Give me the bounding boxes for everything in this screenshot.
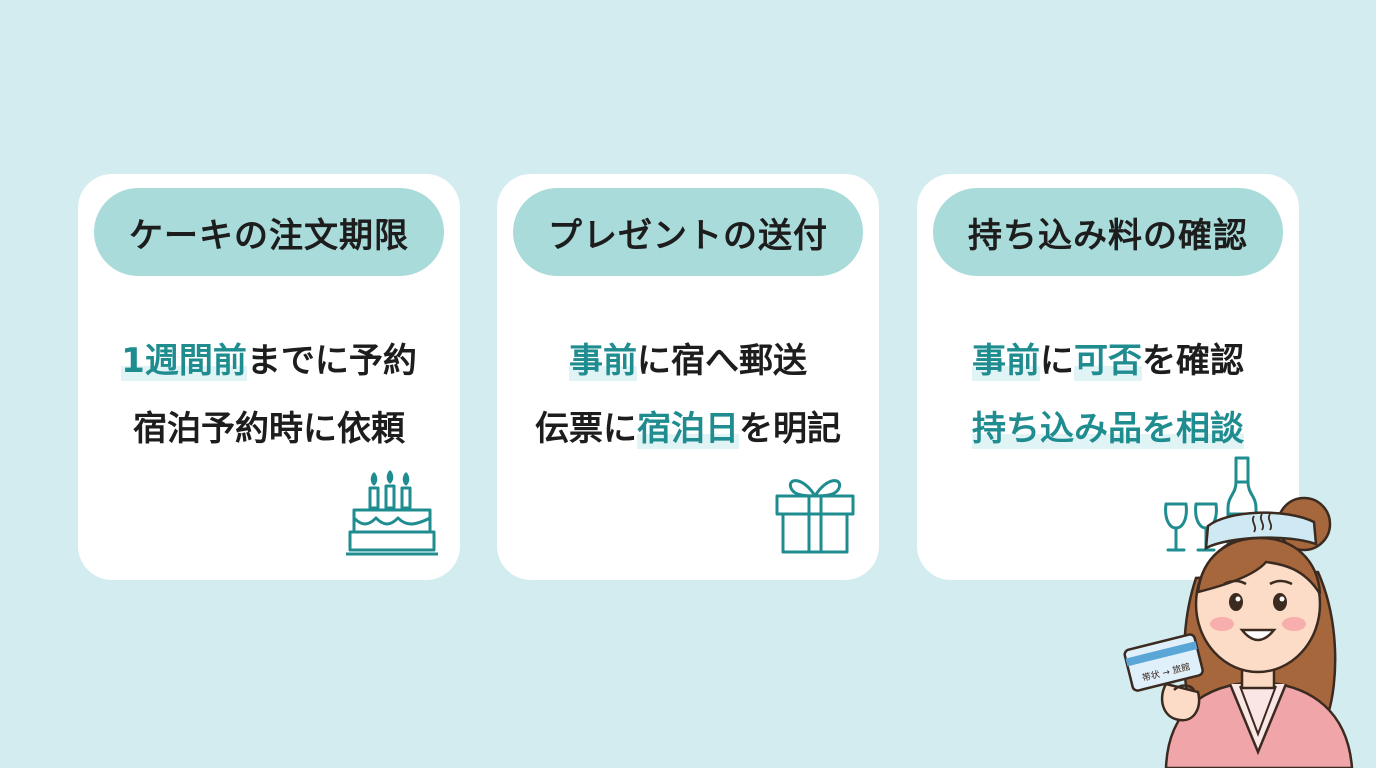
card-line-2: 伝票に宿泊日を明記: [497, 402, 879, 456]
card-line-2: 宿泊予約時に依頼: [78, 402, 460, 456]
card-bring-in-fee: 持ち込み料の確認 事前に可否を確認 持ち込み品を相談: [917, 174, 1299, 580]
highlight-text: 宿泊日: [637, 409, 739, 449]
line-text: までに予約: [246, 341, 417, 381]
highlight-text: 事前: [972, 341, 1040, 381]
card-present-delivery: プレゼントの送付 事前に宿へ郵送 伝票に宿泊日を明記: [497, 174, 879, 580]
line-text: を明記: [739, 409, 841, 449]
highlight-text: 事前: [569, 341, 637, 381]
highlight-text: 1週間前: [121, 341, 247, 381]
card-title: プレゼントの送付: [513, 188, 863, 276]
line-text: 伝票に: [535, 409, 637, 449]
card-line-1: 事前に可否を確認: [917, 334, 1299, 388]
card-body: 事前に可否を確認 持ち込み品を相談: [917, 334, 1299, 470]
birthday-cake-icon: [346, 470, 438, 556]
card-line-1: 事前に宿へ郵送: [497, 334, 879, 388]
line-text: に: [1040, 341, 1074, 381]
card-body: 1週間前までに予約 宿泊予約時に依頼: [78, 334, 460, 470]
card-line-1: 1週間前までに予約: [78, 334, 460, 388]
line-text: に宿へ郵送: [637, 341, 807, 381]
gift-box-icon: [775, 479, 855, 554]
card-title: ケーキの注文期限: [94, 188, 444, 276]
card-title: 持ち込み料の確認: [933, 188, 1283, 276]
highlight-text: 持ち込み品を相談: [972, 409, 1244, 449]
line-text: 宿泊予約時に依頼: [133, 409, 405, 449]
card-body: 事前に宿へ郵送 伝票に宿泊日を明記: [497, 334, 879, 470]
highlight-text: 可否: [1074, 341, 1142, 381]
card-line-2: 持ち込み品を相談: [917, 402, 1299, 456]
card-cake-order: ケーキの注文期限 1週間前までに予約 宿泊予約時に依頼: [78, 174, 460, 580]
onsen-woman-illustration: 帯状 → 旅館: [1123, 496, 1354, 768]
line-text: を確認: [1142, 341, 1244, 381]
